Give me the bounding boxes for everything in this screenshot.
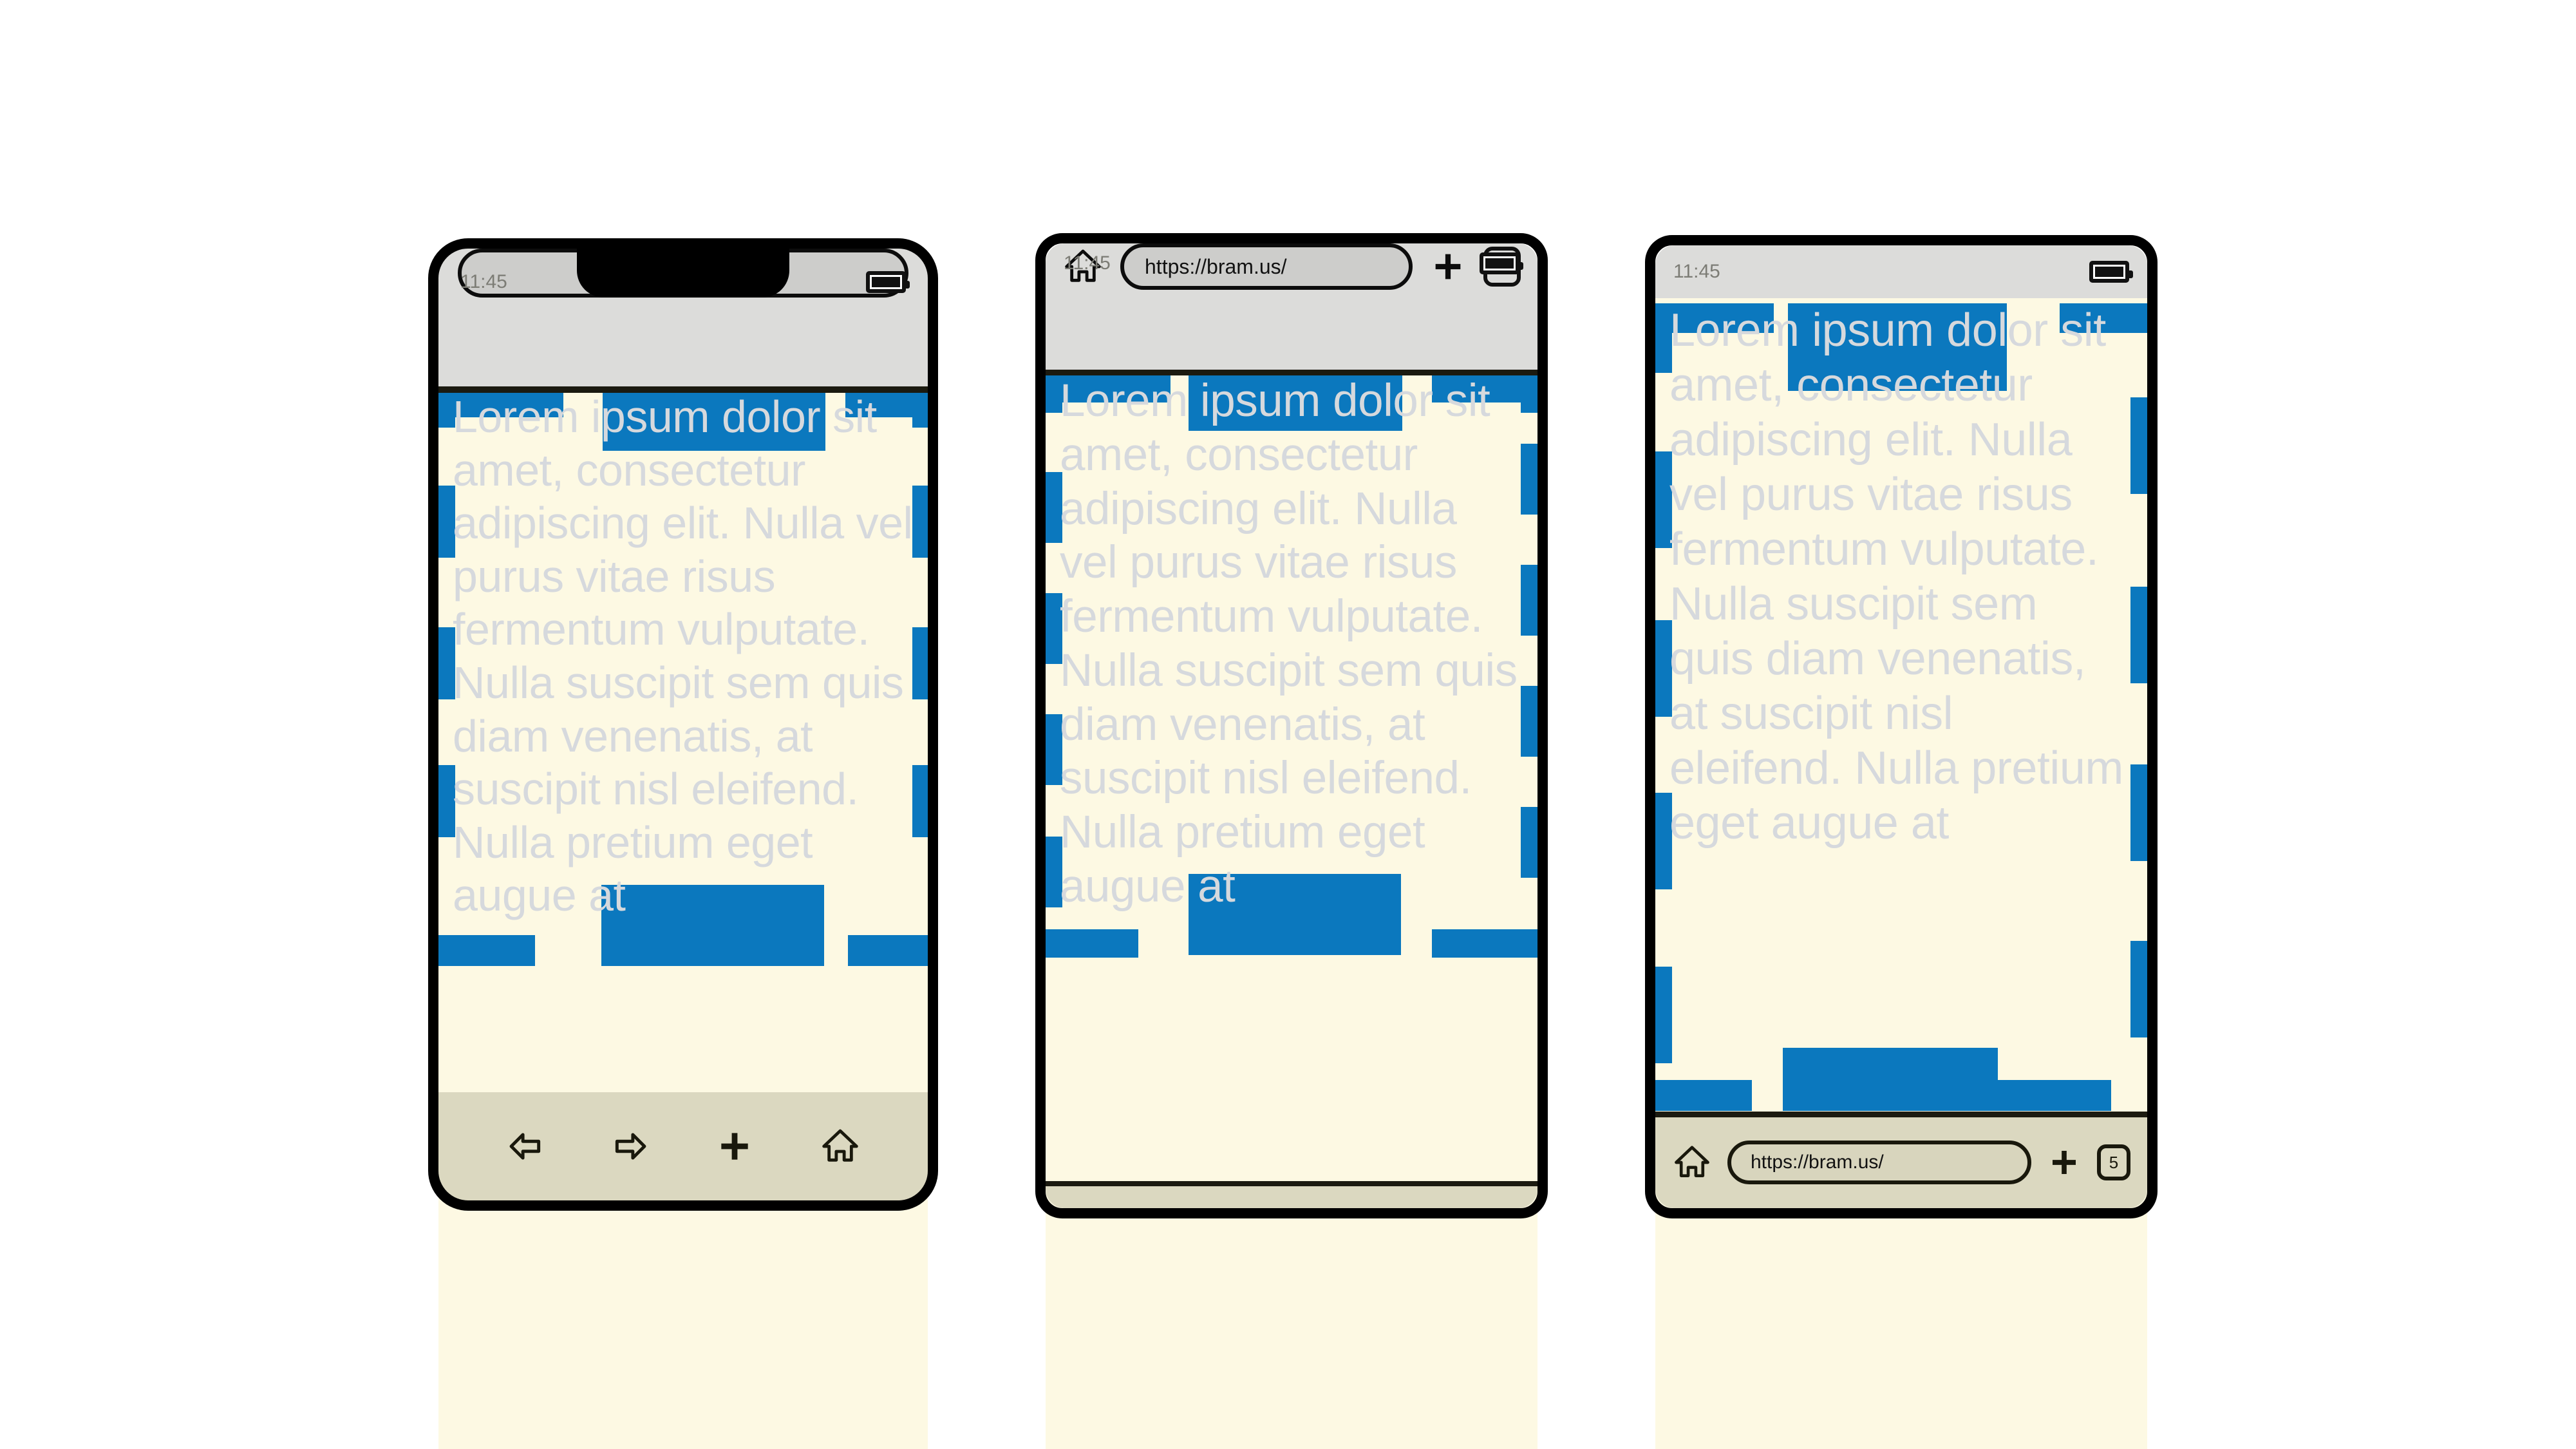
- content-block: [1046, 929, 1138, 958]
- content-block: [1655, 620, 1672, 717]
- content-block: [1995, 1080, 2111, 1111]
- device-notch: [577, 249, 789, 298]
- home-icon: [822, 1129, 858, 1162]
- tab-count-label: 5: [2109, 1152, 2119, 1172]
- browser-toolbar-bottom: https://bram.us/ 5: [1655, 1117, 2147, 1208]
- new-tab-button[interactable]: [2047, 1145, 2082, 1180]
- toolbar-divider: [438, 386, 928, 393]
- bottom-divider: [1046, 1181, 1537, 1186]
- content-block: [1046, 593, 1062, 664]
- content-block: [1046, 374, 1062, 413]
- content-block: [1783, 1048, 1998, 1111]
- content-block: [1521, 444, 1537, 515]
- status-clock: 11:45: [1673, 261, 1720, 282]
- content-block: [1521, 686, 1537, 757]
- status-bar: 11:45: [438, 249, 928, 316]
- content-block: [438, 390, 455, 428]
- battery-full-icon: [866, 271, 910, 293]
- home-button[interactable]: [1062, 246, 1104, 287]
- plus-icon: [2053, 1151, 2076, 1174]
- plus-icon: [1435, 254, 1461, 279]
- content-block: [1655, 793, 1672, 889]
- device-screen: Lorem ipsum dolor sit amet, consectetur …: [1655, 245, 2147, 1208]
- phone-android-top: Lorem ipsum dolor sit amet, consectetur …: [1035, 233, 1548, 1218]
- content-block: [1046, 837, 1062, 907]
- content-block: [1788, 303, 2007, 391]
- page-body-text: Lorem ipsum dolor sit amet, consectetur …: [1060, 375, 1518, 912]
- content-block: [1521, 565, 1537, 636]
- battery-full-icon: [2089, 261, 2133, 283]
- page-content-3: Lorem ipsum dolor sit amet, consectetur …: [1655, 303, 2147, 1208]
- tab-count-button[interactable]: 5: [2097, 1144, 2130, 1180]
- url-bar[interactable]: https://bram.us/: [1727, 1141, 2031, 1184]
- content-block: [1655, 1080, 1752, 1111]
- home-button[interactable]: [1672, 1142, 1712, 1182]
- browser-toolbar-bottom: [438, 1092, 928, 1200]
- content-block: [1189, 374, 1402, 431]
- content-block: [1432, 374, 1537, 402]
- device-screen: Lorem ipsum dolor sit amet, consectetur …: [1046, 243, 1537, 1208]
- content-block: [438, 765, 455, 837]
- content-block: [2130, 764, 2147, 861]
- content-block: [2130, 941, 2147, 1037]
- content-block: [1664, 303, 1774, 333]
- content-block: [438, 935, 535, 966]
- content-block: [1655, 967, 1672, 1063]
- content-block: [912, 486, 928, 558]
- content-block: [848, 935, 928, 966]
- content-block: [1655, 303, 1672, 373]
- arrow-right-icon: [615, 1133, 646, 1160]
- toolbar-divider: [1046, 370, 1537, 375]
- toolbar-divider: [1655, 1112, 2147, 1117]
- content-block: [1055, 374, 1170, 402]
- content-block: [1521, 374, 1537, 413]
- content-block: [601, 885, 824, 966]
- content-block: [438, 627, 455, 699]
- url-text: https://bram.us/: [1145, 254, 1287, 278]
- home-icon: [1065, 249, 1101, 282]
- url-text: https://bram.us/: [1751, 1151, 1884, 1173]
- arrow-left-icon: [509, 1133, 541, 1160]
- forward-button[interactable]: [610, 1126, 650, 1166]
- status-clock: 11:45: [1064, 252, 1111, 274]
- home-button[interactable]: [820, 1126, 861, 1167]
- page-body-text: Lorem ipsum dolor sit amet, consectetur …: [1669, 305, 2123, 849]
- content-block: [447, 390, 563, 417]
- content-block: [912, 627, 928, 699]
- device-screen: Lorem ipsum dolor sit amet, consectetur …: [438, 249, 928, 1200]
- phone-android-bottom: Lorem ipsum dolor sit amet, consectetur …: [1645, 235, 2158, 1218]
- content-block: [438, 486, 455, 558]
- status-clock: 11:45: [460, 271, 507, 292]
- content-block: [603, 390, 825, 451]
- status-bar: 11:45: [1046, 243, 1537, 283]
- url-bar[interactable]: https://bram.us/: [1120, 243, 1413, 290]
- content-block: [1521, 807, 1537, 878]
- content-block: [2130, 587, 2147, 683]
- content-block: [2130, 397, 2147, 494]
- content-block: [912, 390, 928, 428]
- content-block: [1046, 714, 1062, 785]
- status-bar: 11:45: [1655, 245, 2147, 298]
- content-block: [1046, 472, 1062, 543]
- content-block: [1432, 929, 1537, 958]
- browser-toolbar-top: 11:45 https://bram.us/: [1046, 243, 1537, 372]
- home-icon: [1675, 1146, 1709, 1177]
- phone-ios-top: Lorem ipsum dolor sit amet, consectetur …: [428, 238, 938, 1211]
- back-button[interactable]: [505, 1126, 545, 1166]
- content-block: [912, 765, 928, 837]
- battery-full-icon: [1480, 252, 1523, 274]
- page-content-2: Lorem ipsum dolor sit amet, consectetur …: [1046, 374, 1537, 1208]
- content-block: [1655, 451, 1672, 548]
- new-tab-button[interactable]: [715, 1126, 755, 1166]
- content-block: [1189, 874, 1401, 955]
- plus-icon: [721, 1133, 748, 1160]
- page-body-text: Lorem ipsum dolor sit amet, consectetur …: [453, 392, 913, 921]
- new-tab-button[interactable]: [1429, 248, 1467, 285]
- content-block: [2060, 303, 2147, 333]
- page-content-1: Lorem ipsum dolor sit amet, consectetur …: [438, 390, 928, 1200]
